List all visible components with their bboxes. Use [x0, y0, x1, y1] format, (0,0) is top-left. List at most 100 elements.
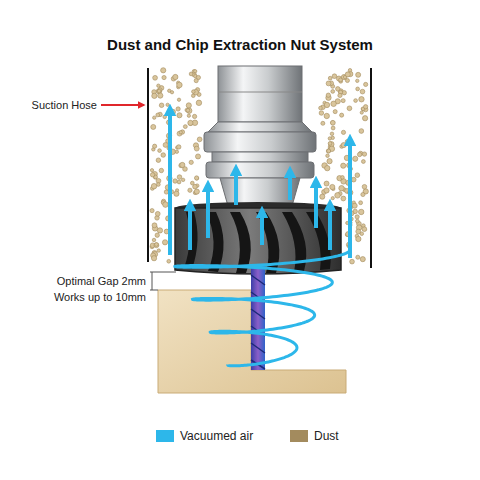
dust-particle: [174, 191, 179, 196]
dust-particle: [175, 150, 178, 153]
dust-particle: [359, 129, 364, 134]
dust-particle: [348, 68, 352, 72]
dust-particle: [177, 180, 181, 184]
dust-particle: [359, 201, 363, 205]
air-arrow: [348, 140, 352, 258]
dust-particle: [151, 124, 156, 129]
dust-particle: [332, 74, 337, 79]
dust-particle: [150, 173, 154, 177]
dust-particle: [356, 87, 360, 91]
dust-particle: [162, 240, 167, 245]
air-spiral: [175, 250, 350, 366]
dust-particle: [150, 209, 154, 213]
dust-particle: [177, 175, 182, 180]
dust-particle: [360, 89, 365, 94]
dust-particle: [163, 202, 169, 208]
dust-particle: [351, 177, 356, 182]
dust-particle: [186, 109, 190, 113]
dust-particle: [357, 152, 361, 156]
dust-particle: [161, 68, 166, 73]
tool-holder-flange: [206, 162, 314, 178]
dust-particle: [324, 113, 329, 118]
legend-swatch: [156, 430, 174, 442]
dust-particle: [162, 75, 166, 79]
dust-particle: [356, 72, 361, 77]
dust-particle: [157, 228, 162, 233]
legend-text: Vacuumed air: [180, 429, 253, 443]
dust-particle: [347, 106, 352, 111]
dust-particle: [321, 121, 325, 125]
router-bit: [251, 266, 265, 370]
dust-particle: [153, 75, 158, 80]
dust-particle: [167, 259, 171, 263]
dust-particle: [173, 74, 178, 79]
dust-particle: [356, 236, 361, 241]
dust-particle: [156, 113, 160, 117]
dust-particle: [328, 137, 331, 140]
dust-particle: [359, 209, 364, 214]
title: Dust and Chip Extraction Nut System: [0, 36, 480, 53]
dust-particle: [194, 79, 198, 83]
dust-particle: [356, 219, 360, 223]
dust-particle: [331, 121, 335, 125]
dust-particle: [345, 72, 350, 77]
air-arrow: [288, 172, 292, 200]
dust-particle: [163, 115, 167, 119]
dust-particle: [153, 144, 157, 148]
legend-text: Dust: [314, 429, 339, 443]
dust-particle: [159, 103, 164, 108]
dust-particle: [333, 110, 337, 114]
air-arrow: [328, 205, 332, 250]
dust-particle: [195, 177, 198, 180]
dust-particle: [186, 103, 191, 108]
dust-particle: [164, 190, 168, 194]
dust-particle: [176, 107, 180, 111]
dust-particle: [155, 243, 159, 247]
dust-particle: [188, 120, 193, 125]
dust-particle: [331, 126, 335, 130]
dust-particle: [157, 249, 160, 252]
spindle-ring: [218, 92, 302, 93]
dust-particle: [341, 130, 345, 134]
dust-particle: [361, 160, 365, 164]
air-arrow: [314, 182, 318, 228]
hose-wall: [370, 68, 372, 268]
dust-particle: [324, 102, 329, 107]
dust-particle: [177, 131, 182, 136]
dimension-line: [150, 272, 176, 273]
spindle: [218, 66, 302, 122]
dust-particle: [197, 137, 202, 142]
dust-particle: [163, 143, 168, 148]
part-label: Suction Hose: [32, 99, 97, 111]
bit-flute: [251, 275, 265, 369]
dust-particle: [352, 203, 357, 208]
dust-particle: [188, 188, 192, 192]
dust-particle: [331, 90, 335, 94]
dust-particle: [170, 91, 173, 94]
dust-particle: [341, 143, 346, 148]
dust-particle: [190, 181, 194, 185]
dust-particle: [192, 90, 196, 94]
dust-particle: [341, 176, 345, 180]
dimension-label: Works up to 10mm: [54, 291, 146, 303]
air-arrow: [260, 212, 264, 245]
dust-particle: [151, 183, 156, 188]
dust-particle: [359, 97, 364, 102]
dust-particle: [338, 93, 342, 97]
dust-particle: [195, 154, 200, 159]
dust-particle: [356, 79, 359, 82]
dust-particle: [362, 184, 367, 189]
dust-particle: [166, 103, 169, 106]
dust-particle: [356, 229, 361, 234]
dust-particle: [158, 93, 163, 98]
pointer-arrow: [101, 104, 144, 106]
dust-particle: [150, 169, 153, 172]
dust-particle: [157, 84, 160, 87]
air-spiral-path: [175, 250, 350, 366]
dust-particle: [341, 179, 347, 185]
dust-particle: [340, 113, 344, 117]
dust-particle: [339, 185, 344, 190]
dust-particle: [157, 89, 161, 93]
dust-particle: [194, 176, 198, 180]
